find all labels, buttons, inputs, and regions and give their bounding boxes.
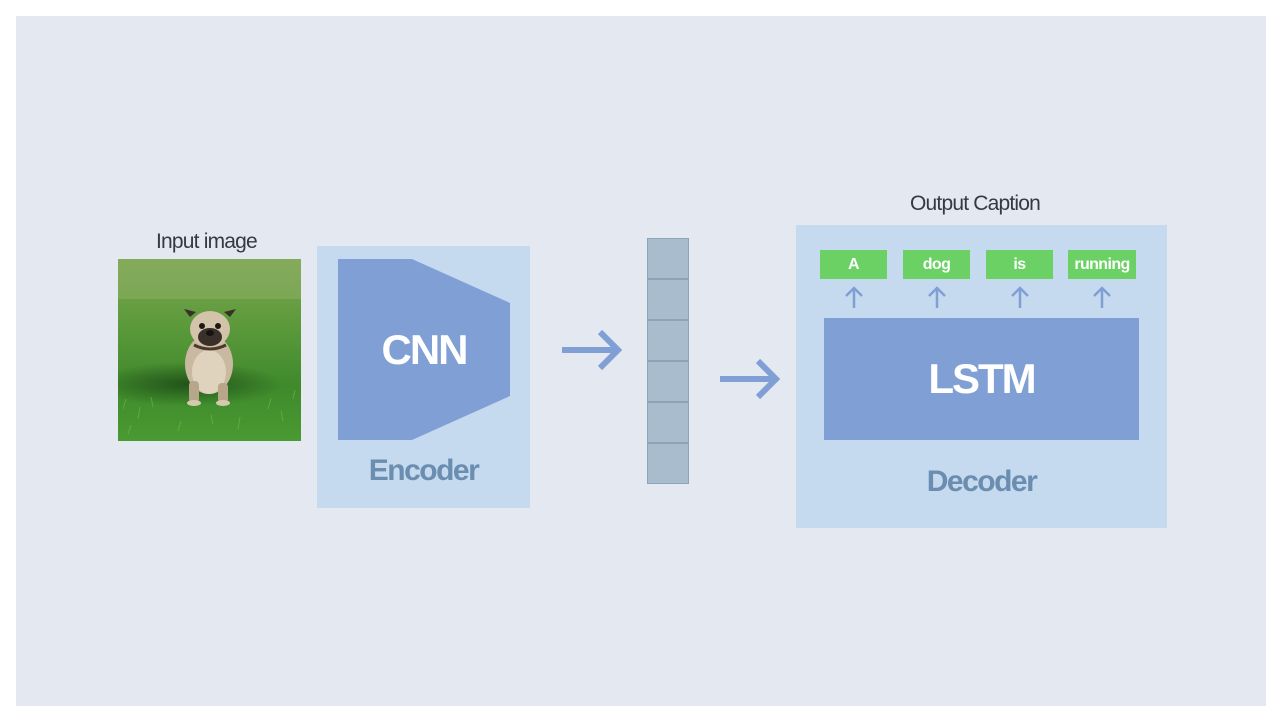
right-arrow-icon xyxy=(720,358,781,400)
input-photo-pug-image xyxy=(118,259,301,441)
diagram-canvas: Input image xyxy=(16,16,1266,706)
decoder-title: Decoder xyxy=(926,465,1038,498)
caption-word-box: is xyxy=(986,250,1053,279)
vector-cell xyxy=(648,280,688,321)
vector-cell xyxy=(648,239,688,280)
feature-vector xyxy=(647,238,689,484)
cnn-trapezoid-shape xyxy=(338,259,510,440)
caption-word-box: running xyxy=(1068,250,1136,279)
cnn-label: CNN xyxy=(381,325,469,373)
up-arrow-icon xyxy=(1093,286,1111,308)
up-arrow-icon xyxy=(928,286,946,308)
up-arrow-icon xyxy=(845,286,863,308)
up-arrow-icon xyxy=(1011,286,1029,308)
caption-word-box: dog xyxy=(903,250,970,279)
caption-word-box: A xyxy=(820,250,887,279)
input-image-label: Input image xyxy=(156,230,258,253)
encoder-title: Encoder xyxy=(368,454,480,487)
vector-cell xyxy=(648,362,688,403)
encoder-panel: CNN Encoder xyxy=(317,246,530,508)
lstm-block: LSTM xyxy=(824,318,1139,440)
vector-cell xyxy=(648,321,688,362)
vector-cell xyxy=(648,403,688,444)
output-caption-label: Output Caption xyxy=(910,192,1041,215)
right-arrow-icon xyxy=(562,329,623,371)
decoder-panel: A dog is running LSTM Decoder xyxy=(796,225,1167,528)
